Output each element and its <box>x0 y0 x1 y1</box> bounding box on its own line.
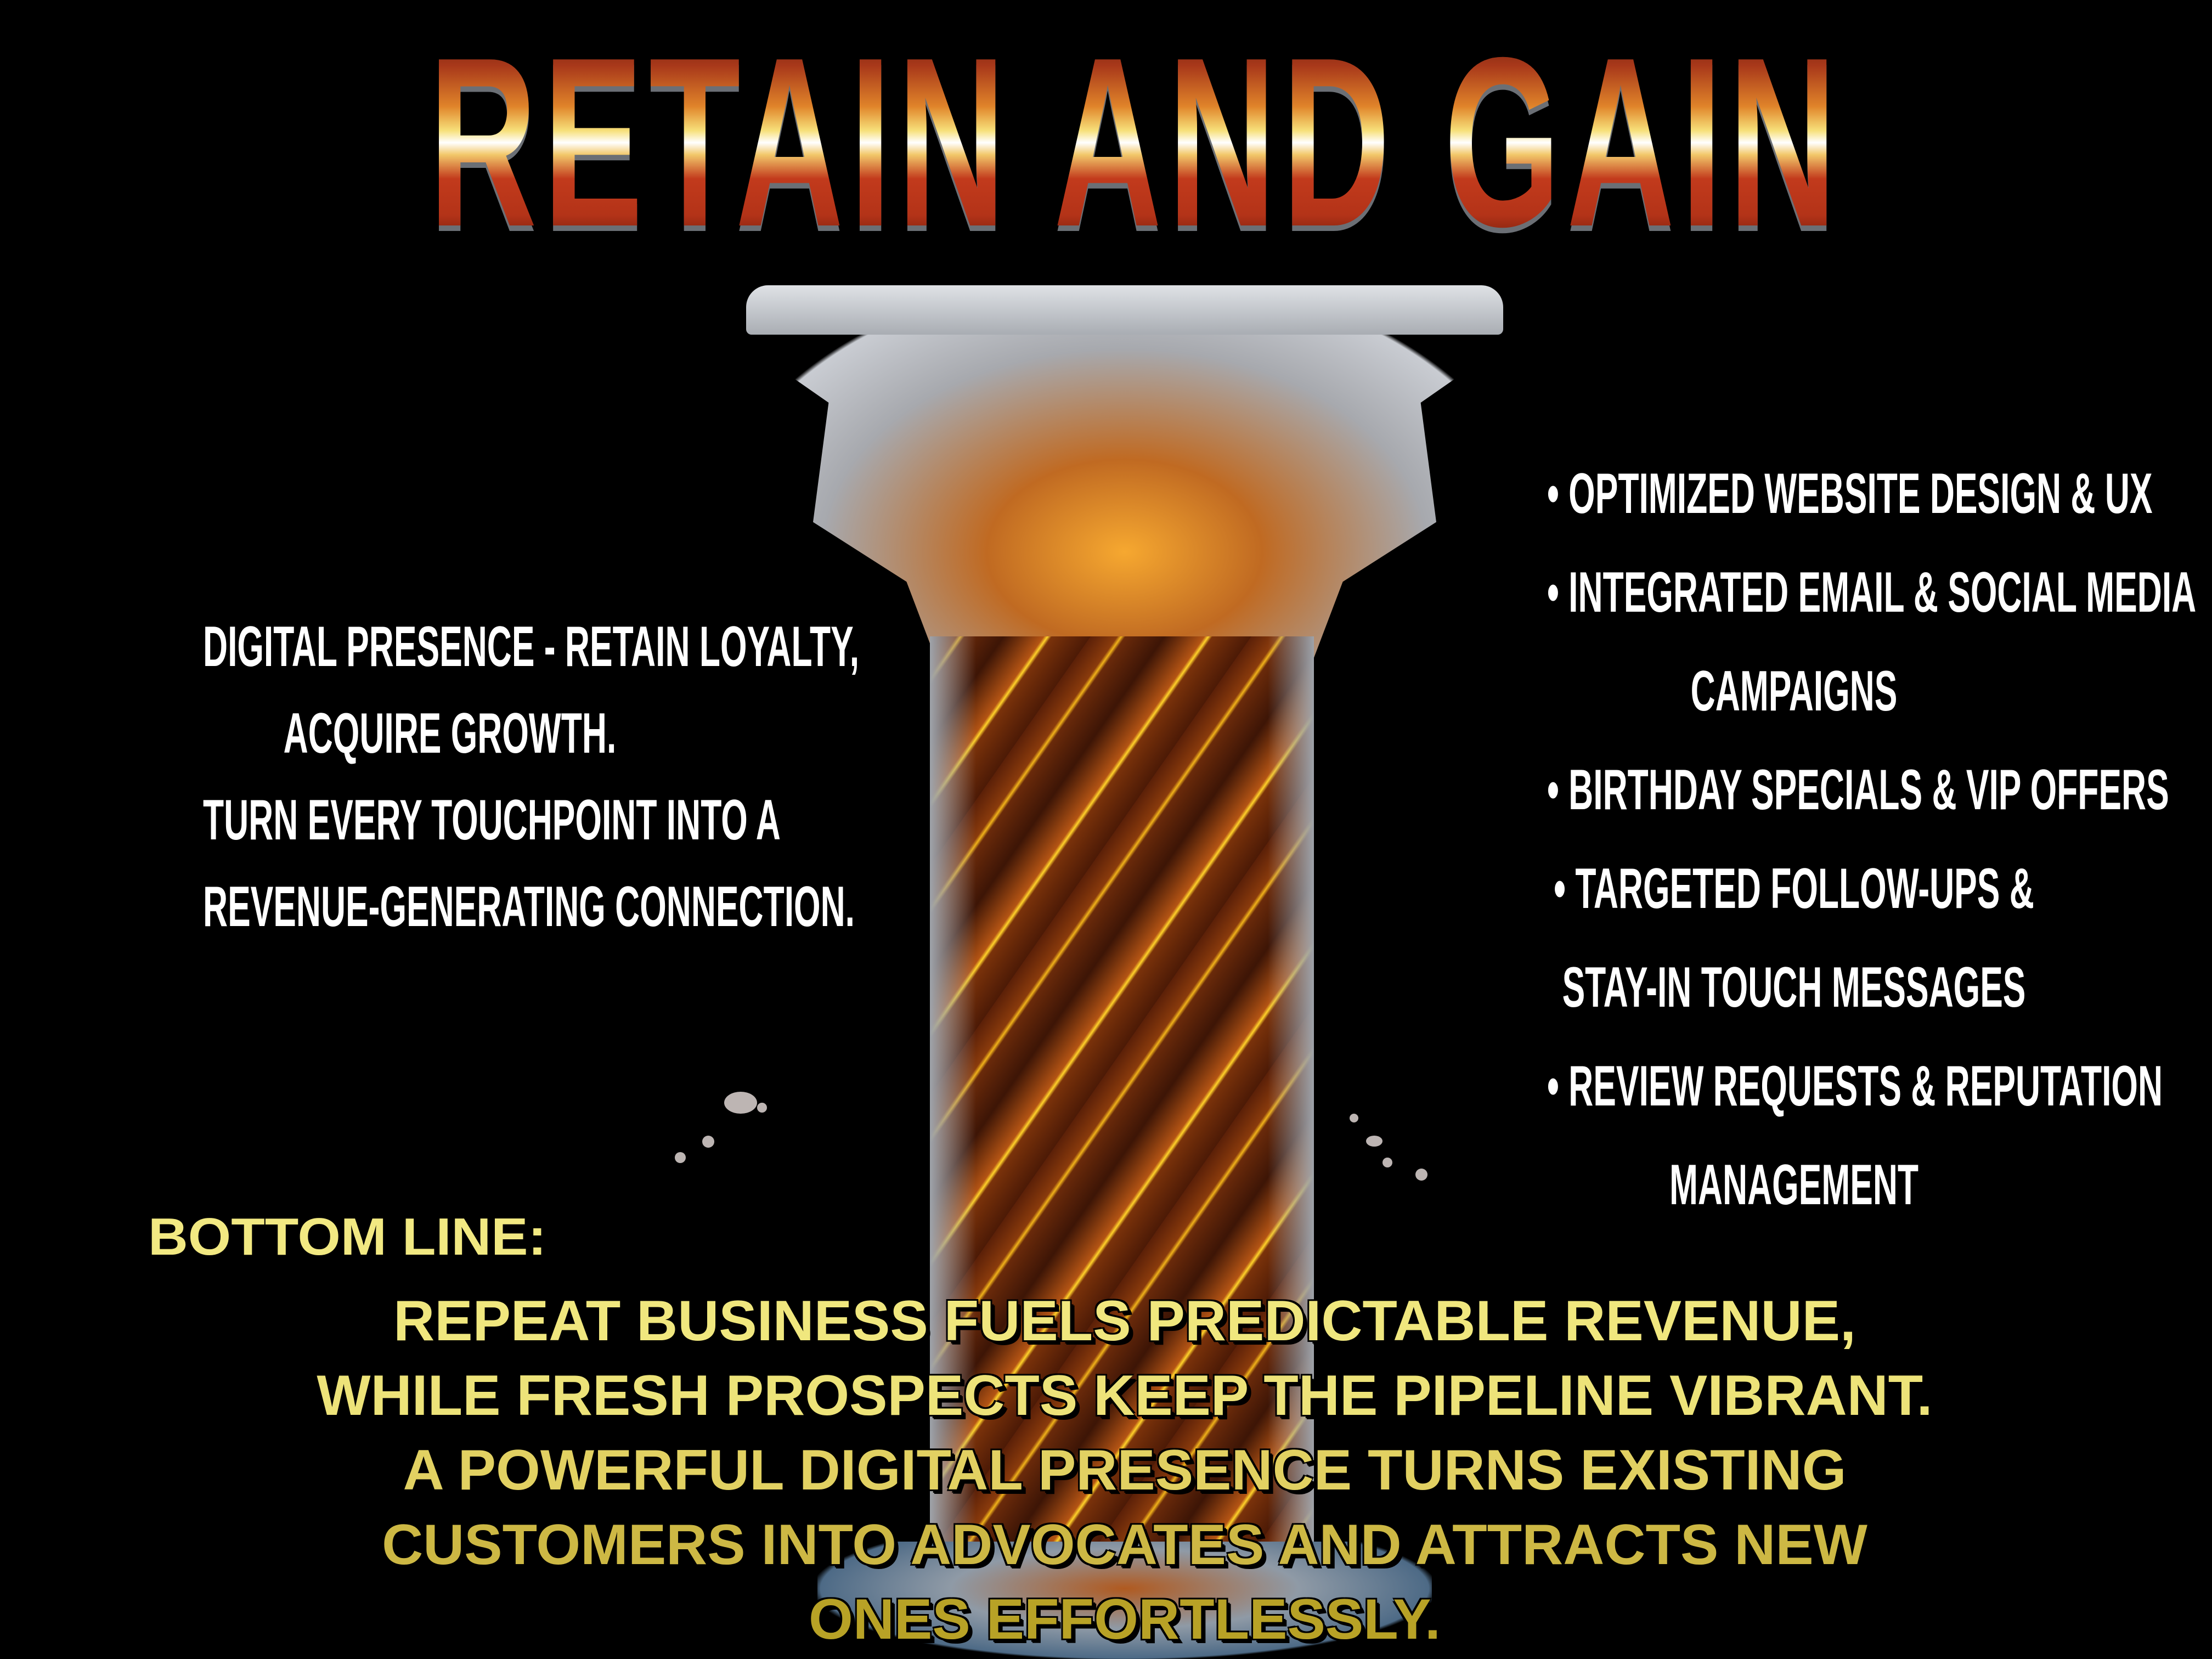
bottom-line-label: BOTTOM LINE: <box>148 1207 547 1266</box>
services-bullet-list: • OPTIMIZED WEBSITE DESIGN & UX • INTEGR… <box>1383 444 2205 1234</box>
bottom-line-text: A POWERFUL DIGITAL PRESENCE TURNS EXISTI… <box>403 1438 1847 1502</box>
left-tagline-line: REVENUE-GENERATING CONNECTION. <box>202 875 855 939</box>
bottom-line-text: WHILE FRESH PROSPECTS KEEP THE PIPELINE … <box>317 1364 1933 1427</box>
corinthian-column-icon <box>675 280 1514 1659</box>
bottom-line-text: REPEAT BUSINESS FUELS PREDICTABLE REVENU… <box>393 1289 1856 1353</box>
bullet-item: • BIRTHDAY SPECIALS & VIP OFFERS <box>1547 758 2169 822</box>
bullet-item-continuation: MANAGEMENT <box>1669 1153 1919 1217</box>
splash-particle <box>702 1136 714 1148</box>
left-tagline-block: DIGITAL PRESENCE - RETAIN LOYALTY, ACQUI… <box>38 603 861 950</box>
bullet-item: • INTEGRATED EMAIL & SOCIAL MEDIA <box>1547 561 2197 624</box>
left-tagline-line: DIGITAL PRESENCE - RETAIN LOYALTY, <box>202 615 860 679</box>
bottom-line-text: ONES EFFORTLESSLY. <box>809 1588 1441 1651</box>
title-text: RETAIN AND GAIN <box>428 8 1843 277</box>
splash-particle <box>724 1092 757 1114</box>
column-shaft-lava <box>930 636 1314 1596</box>
splash-particle <box>1350 1114 1358 1122</box>
column-abacus <box>746 285 1503 335</box>
splash-particle <box>675 1152 686 1163</box>
bullet-item: • TARGETED FOLLOW-UPS & <box>1554 857 2034 921</box>
bullet-item: • OPTIMIZED WEBSITE DESIGN & UX <box>1547 462 2153 526</box>
splash-particle <box>1415 1169 1427 1181</box>
splash-particle <box>1366 1136 1383 1147</box>
bullet-item: • REVIEW REQUESTS & REPUTATION <box>1547 1054 2163 1118</box>
column-base <box>817 1542 1432 1659</box>
bullet-item-continuation: CAMPAIGNS <box>1690 659 1898 723</box>
splash-particle <box>1383 1158 1392 1167</box>
page-title: RETAIN AND GAIN <box>362 22 1909 263</box>
bottom-line-text: CUSTOMERS INTO ADVOCATES AND ATTRACTS NE… <box>382 1513 1867 1577</box>
splash-particle <box>757 1103 767 1113</box>
left-tagline-line: ACQUIRE GROWTH. <box>283 702 617 765</box>
left-tagline-line: TURN EVERY TOUCHPOINT INTO A <box>202 788 781 852</box>
bullet-item-continuation: STAY-IN TOUCH MESSAGES <box>1562 956 2026 1019</box>
bottom-line-statement: REPEAT BUSINESS FUELS PREDICTABLE REVENU… <box>110 1284 2140 1657</box>
